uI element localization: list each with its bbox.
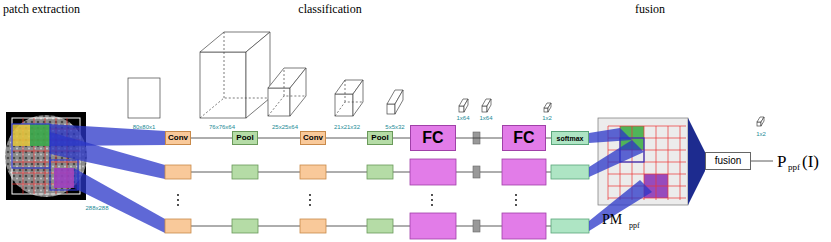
output-name: P [777,153,786,170]
conv-box: Conv [300,131,326,145]
dimension-label: 76x76x64 [209,124,235,130]
fc-box: FC [502,125,546,151]
layer-wire [326,138,367,139]
feature-map [246,32,270,118]
feature-map [387,104,395,114]
dropout-box [473,220,480,232]
fc-box [502,159,546,185]
feature-vector [761,117,764,126]
output-wedge [589,180,652,231]
node-text: Pool [236,134,253,142]
output-wedge [589,140,644,177]
feature-vector [548,103,551,112]
feature-map [200,52,246,118]
hidden-edge [268,68,306,116]
feature-vector [464,99,468,112]
fc-box: FC [410,125,456,151]
stage-title: patch extraction [3,3,80,15]
conv-box [300,219,326,233]
ellipsis-dots [177,194,517,206]
conv-box: Conv [165,131,191,145]
softmax-box [551,219,589,233]
pool-box [367,165,393,179]
map-name: PM [602,213,622,227]
hidden-edge [335,80,363,116]
patch-outline [50,160,78,190]
node-text: FC [513,130,534,146]
node-text: Conv [168,134,188,142]
pool-box [367,219,393,233]
conv-box [165,165,191,179]
layer-wire [258,138,300,139]
pool-box [232,219,258,233]
softmax-box [551,165,589,179]
node-text: FC [422,130,443,146]
dimension-label: 80x80x1 [133,124,156,130]
fc-box [410,159,456,185]
feature-vector [459,106,464,112]
feature-vector [487,99,491,112]
fusion-wedge [688,118,705,205]
patch [12,124,30,146]
dimension-label: 21x21x32 [334,124,360,130]
map-subscript: ppf [629,222,640,230]
node-text: Conv [303,134,323,142]
fc-box [410,213,456,239]
patch-wedge [74,168,165,233]
dimension-label: 1x64 [456,115,469,121]
feature-map [290,68,306,116]
stage-title: classification [298,3,361,15]
feature-cubes [128,32,764,126]
stage-title: fusion [635,3,665,15]
output-wedge [589,128,632,143]
dimension-label: 288x288 [85,205,108,211]
layer-wire [393,138,410,139]
conv-box [300,165,326,179]
dimension-label: 5x5x32 [385,124,404,130]
pool-box: Pool [232,131,258,145]
dimension-label: 1x2 [542,115,552,121]
patch [54,168,74,188]
dropout-box [473,166,480,178]
pool-box: Pool [367,131,393,145]
node-text: fusion [715,156,742,166]
output-subscript: ppf [788,163,800,172]
feature-vector [757,122,761,126]
patch-wedge [50,132,165,179]
feature-map [128,78,160,118]
node-text: Pool [371,134,388,142]
hidden-edge [200,32,270,118]
feature-vector [544,108,548,112]
patch-outline [12,124,50,168]
dimension-label: 25x25x64 [272,124,298,130]
fc-box [502,213,546,239]
feature-map [353,80,363,116]
pool-box [232,165,258,179]
dimension-label: 1x64 [479,115,492,121]
layer-wire [456,138,502,139]
softmax-box: softmax [551,131,589,145]
feature-map [395,90,403,114]
output-argument: (I) [802,153,819,170]
output-wire [751,161,773,162]
conv-box [165,219,191,233]
node-text: softmax [557,135,584,142]
fusion-box: fusion [705,152,751,170]
dimension-label: 1x2 [756,131,766,137]
layer-wire [191,138,232,139]
feature-vector [482,106,487,112]
patch [30,124,50,146]
